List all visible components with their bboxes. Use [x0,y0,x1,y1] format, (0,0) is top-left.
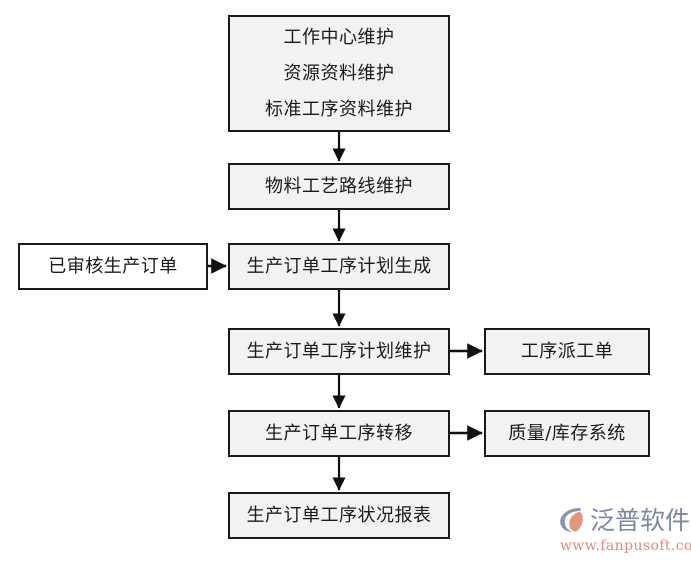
node-dispatch-label: 工序派工单 [520,340,614,362]
node-plan-maintain-label: 生产订单工序计划维护 [246,340,432,362]
node-base-data-line-2: 资源资料维护 [283,62,395,84]
node-material-routing-maintenance[interactable]: 物料工艺路线维护 [228,163,450,210]
node-transfer-label: 生产订单工序转移 [265,422,413,444]
watermark-brand-text: 泛普软件 [590,505,691,535]
node-operation-plan-generation[interactable]: 生产订单工序计划生成 [228,243,450,290]
node-quality-inventory-system[interactable]: 质量/库存系统 [484,410,650,457]
node-status-report-label: 生产订单工序状况报表 [246,504,432,526]
node-base-data-line-3: 标准工序资料维护 [265,98,413,120]
node-operation-plan-maintenance[interactable]: 生产订单工序计划维护 [228,328,450,375]
watermark-url-text: www.fanpusoft.com [560,538,691,554]
node-routing-label: 物料工艺路线维护 [265,175,413,197]
node-approved-order-label: 已审核生产订单 [48,255,178,277]
node-operation-transfer[interactable]: 生产订单工序转移 [228,410,450,457]
watermark-logo: 泛普软件 www.fanpusoft.com [558,503,691,557]
node-base-data-maintenance[interactable]: 工作中心维护 资源资料维护 标准工序资料维护 [228,15,450,132]
node-plan-generate-label: 生产订单工序计划生成 [246,255,432,277]
watermark-row: 泛普软件 [558,503,690,537]
node-quality-stock-label: 质量/库存系统 [508,422,626,444]
node-base-data-line-1: 工作中心维护 [283,26,395,48]
fanpu-logo-icon [560,508,583,532]
node-operation-status-report[interactable]: 生产订单工序状况报表 [228,492,450,539]
node-approved-production-order[interactable]: 已审核生产订单 [18,243,208,290]
node-operation-dispatch-order[interactable]: 工序派工单 [484,328,650,375]
